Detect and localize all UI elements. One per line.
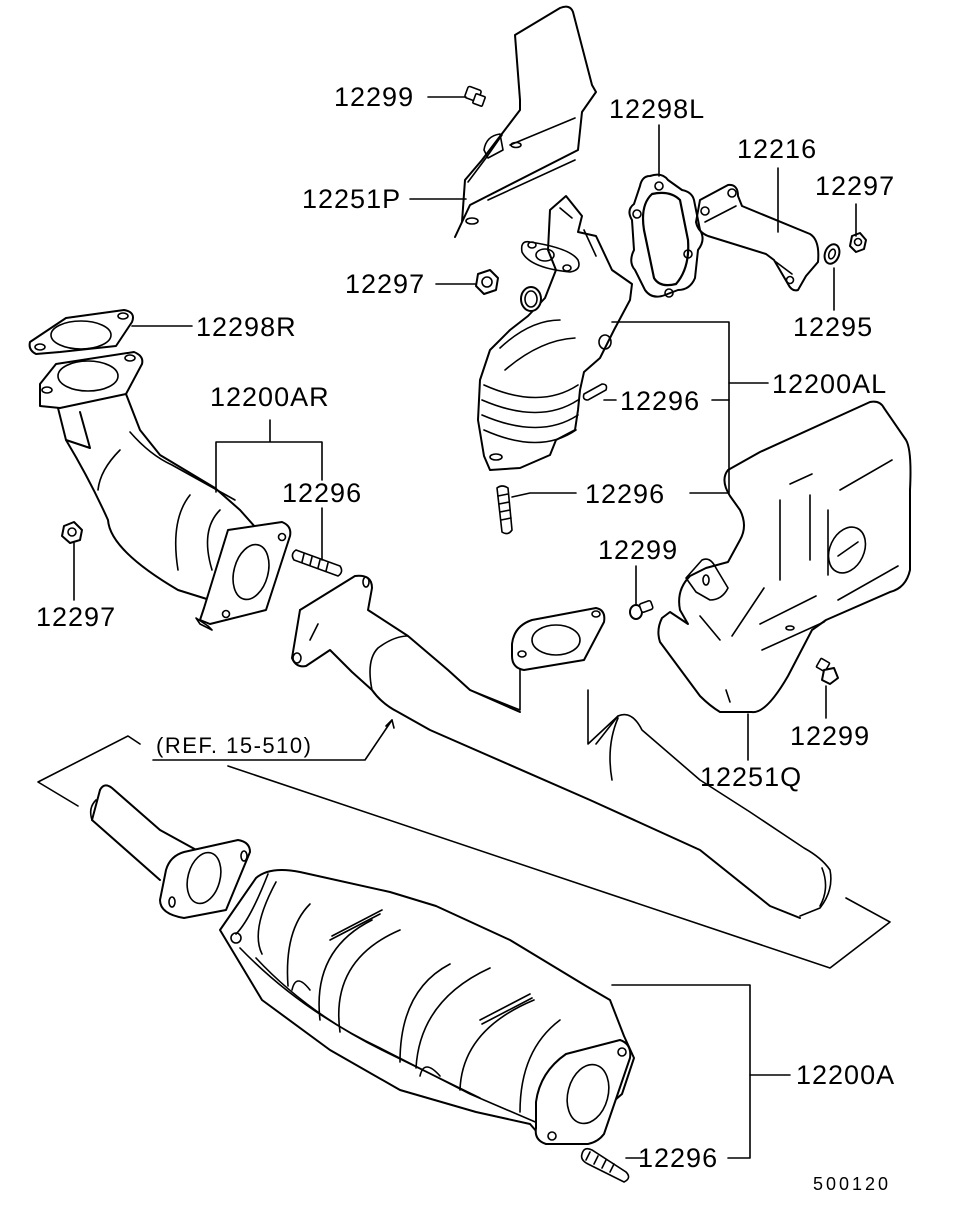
callout-12295: 12295	[793, 312, 873, 342]
gasket-12298r[interactable]	[28, 309, 134, 355]
catalyst-12200a[interactable]	[219, 869, 635, 1145]
gasket-12298l[interactable]	[628, 173, 704, 298]
nut-12297-left[interactable]	[61, 521, 83, 544]
explosion-frame	[37, 735, 891, 969]
callout-12251p: 12251P	[302, 184, 401, 214]
stud-12296-al-upper[interactable]	[582, 383, 608, 401]
gasket-lower-flange	[159, 839, 251, 919]
callout-12296-ar: 12296	[282, 478, 362, 508]
bolt-12299-top[interactable]	[464, 85, 486, 107]
callout-12299-right: 12299	[790, 721, 870, 751]
callout-12251q: 12251Q	[700, 762, 802, 792]
callout-12296-al-upper: 12296	[620, 386, 700, 416]
leader-lines	[73, 96, 857, 1159]
front-pipe-ref-15-510	[291, 574, 832, 919]
callout-12299-top: 12299	[334, 82, 414, 112]
stud-12296-ar[interactable]	[291, 549, 343, 577]
callout-12296-al-lower: 12296	[585, 479, 665, 509]
callout-12297-center: 12297	[345, 269, 425, 299]
callout-12200ar: 12200AR	[210, 382, 330, 412]
callout-12297-right: 12297	[815, 171, 895, 201]
heat-shield-12251p[interactable]	[454, 5, 597, 238]
callout-12298r: 12298R	[196, 312, 297, 342]
bolt-12299-right[interactable]	[815, 657, 839, 685]
callout-12200a: 12200A	[796, 1060, 895, 1090]
heat-shield-12251q[interactable]	[657, 400, 912, 714]
callout-12299-mid: 12299	[598, 535, 678, 565]
callout-12296-a: 12296	[638, 1143, 718, 1173]
drawing-code: 500120	[813, 1174, 891, 1194]
catalyst-12200ar[interactable]	[39, 351, 292, 631]
nut-12297-right[interactable]	[849, 232, 867, 253]
reference-note: (REF. 15-510)	[156, 733, 312, 758]
callout-12200al: 12200AL	[772, 369, 887, 399]
callout-12298l: 12298L	[609, 94, 705, 124]
callout-12216: 12216	[737, 134, 817, 164]
catalyst-12200al[interactable]	[477, 195, 633, 471]
washer-12295[interactable]	[822, 242, 842, 266]
bracket-12216[interactable]	[695, 183, 820, 292]
bolt-12299-mid[interactable]	[629, 599, 654, 620]
stud-12296-al-lower[interactable]	[496, 485, 513, 535]
callout-12297-left: 12297	[36, 602, 116, 632]
nut-12297-center[interactable]	[475, 269, 499, 295]
rear-pipe-section	[89, 784, 201, 881]
stud-12296-a[interactable]	[580, 1147, 630, 1183]
